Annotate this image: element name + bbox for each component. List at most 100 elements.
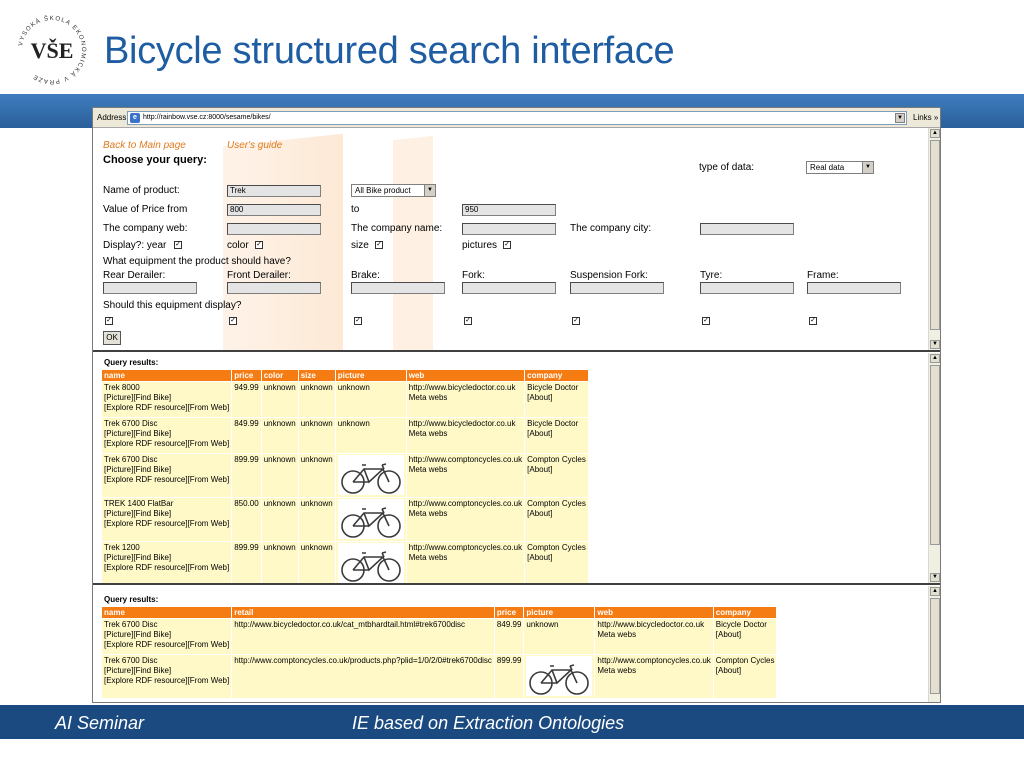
product-name-cell[interactable]: Trek 8000[Picture][Find Bike][Explore RD… [102,382,232,417]
retail-cell-line[interactable]: http://www.bicycledoctor.co.uk/cat_mtbha… [234,620,465,629]
company-cell-line[interactable]: [About] [527,393,553,402]
rear-derailer-input[interactable] [103,282,197,294]
front-derailer-display-checkbox[interactable]: ✓ [229,317,237,325]
web-cell-line[interactable]: http://www.comptoncycles.co.uk [408,455,523,464]
fork-display-checkbox[interactable]: ✓ [464,317,472,325]
web-cell-line[interactable]: http://www.comptoncycles.co.uk [597,656,711,665]
company-cell-line[interactable]: [About] [527,509,553,518]
frame-input[interactable] [807,282,901,294]
suspension-fork-input[interactable] [570,282,664,294]
company-cell-line[interactable]: [About] [715,630,742,639]
product-name-cell-line[interactable]: Trek 8000 [104,383,140,392]
company-cell[interactable]: Compton Cycles[About] [525,498,588,541]
scroll-up-icon[interactable]: ▲ [930,354,940,363]
product-name-cell-line[interactable]: [Explore RDF resource][From Web] [104,640,230,649]
scroll-down-icon[interactable]: ▼ [930,573,940,582]
price-to-input[interactable]: 950 [462,204,556,216]
company-city-input[interactable] [700,223,794,235]
product-name-cell-line[interactable]: [Picture][Find Bike] [104,509,172,518]
ok-button[interactable]: OK [103,331,121,345]
company-cell-line[interactable]: Bicycle Doctor [527,383,579,392]
users-guide-link[interactable]: User's guide [227,140,283,151]
address-field[interactable]: e http://rainbow.vse.cz:8000/sesame/bike… [127,111,907,125]
product-name-cell-line[interactable]: [Explore RDF resource][From Web] [104,563,230,572]
results-scrollbar-1[interactable]: ▲ ▼ [928,353,940,583]
product-name-cell[interactable]: Trek 6700 Disc[Picture][Find Bike][Explo… [102,655,232,698]
product-name-cell-line[interactable]: [Picture][Find Bike] [104,465,172,474]
form-scrollbar[interactable]: ▲ ▼ [928,128,940,350]
product-name-cell-line[interactable]: [Picture][Find Bike] [104,553,172,562]
scroll-up-icon[interactable]: ▲ [930,587,940,596]
company-cell-line[interactable]: [About] [715,666,742,675]
web-cell-line[interactable]: Meta webs [408,553,448,562]
product-name-cell[interactable]: Trek 6700 Disc[Picture][Find Bike][Explo… [102,454,232,497]
scroll-down-icon[interactable]: ▼ [930,340,940,349]
web-cell-line[interactable]: http://www.bicycledoctor.co.uk [408,383,516,392]
product-name-cell-line[interactable]: Trek 6700 Disc [104,620,158,629]
company-cell[interactable]: Compton Cycles[About] [525,542,588,583]
type-of-data-select[interactable]: Real data ▼ [806,161,874,174]
product-name-cell-line[interactable]: TREK 1400 FlatBar [104,499,174,508]
company-cell-line[interactable]: Compton Cycles [527,543,586,552]
product-name-cell[interactable]: Trek 6700 Disc[Picture][Find Bike][Explo… [102,619,232,654]
product-name-cell-line[interactable]: Trek 1200 [104,543,140,552]
web-cell-line[interactable]: http://www.comptoncycles.co.uk [408,543,523,552]
retail-cell-line[interactable]: http://www.comptoncycles.co.uk/products.… [234,656,492,665]
product-name-cell-line[interactable]: [Picture][Find Bike] [104,630,172,639]
suspension-fork-display-checkbox[interactable]: ✓ [572,317,580,325]
back-to-main-link[interactable]: Back to Main page [103,140,186,151]
links-button[interactable]: Links » [913,113,939,122]
size-checkbox[interactable]: ✓ [375,241,383,249]
company-cell-line[interactable]: [About] [527,465,553,474]
fork-input[interactable] [462,282,556,294]
tyre-input[interactable] [700,282,794,294]
product-name-cell-line[interactable]: [Explore RDF resource][From Web] [104,475,230,484]
brake-input[interactable] [351,282,445,294]
tyre-display-checkbox[interactable]: ✓ [702,317,710,325]
product-name-cell-line[interactable]: [Picture][Find Bike] [104,393,172,402]
product-name-cell-line[interactable]: [Explore RDF resource][From Web] [104,519,230,528]
company-cell[interactable]: Compton Cycles[About] [713,655,777,698]
product-name-cell[interactable]: Trek 6700 Disc[Picture][Find Bike][Explo… [102,418,232,453]
web-cell-line[interactable]: Meta webs [597,666,637,675]
company-cell-line[interactable]: Bicycle Doctor [527,419,579,428]
product-name-cell-line[interactable]: [Explore RDF resource][From Web] [104,676,230,685]
year-checkbox[interactable]: ✓ [174,241,182,249]
web-cell-line[interactable]: Meta webs [597,630,637,639]
company-cell[interactable]: Bicycle Doctor[About] [525,418,588,453]
web-cell-line[interactable]: http://www.bicycledoctor.co.uk [408,419,516,428]
company-cell-line[interactable]: Compton Cycles [715,656,775,665]
company-cell[interactable]: Compton Cycles[About] [525,454,588,497]
product-name-cell[interactable]: Trek 1200[Picture][Find Bike][Explore RD… [102,542,232,583]
address-dropdown-icon[interactable]: ▼ [895,113,905,123]
product-name-cell-line[interactable]: Trek 6700 Disc [104,419,158,428]
rear-derailer-display-checkbox[interactable]: ✓ [105,317,113,325]
retail-cell[interactable]: http://www.bicycledoctor.co.uk/cat_mtbha… [232,619,494,654]
front-derailer-input[interactable] [227,282,321,294]
retail-cell[interactable]: http://www.comptoncycles.co.uk/products.… [232,655,494,698]
product-name-cell-line[interactable]: [Explore RDF resource][From Web] [104,439,230,448]
product-name-cell-line[interactable]: [Explore RDF resource][From Web] [104,403,230,412]
company-web-input[interactable] [227,223,321,235]
company-cell-line[interactable]: Compton Cycles [527,499,586,508]
scroll-thumb[interactable] [930,140,940,330]
product-name-cell-line[interactable]: [Picture][Find Bike] [104,429,172,438]
scroll-up-icon[interactable]: ▲ [930,129,940,138]
product-name-cell-line[interactable]: Trek 6700 Disc [104,656,158,665]
pictures-checkbox[interactable]: ✓ [503,241,511,249]
company-cell-line[interactable]: Bicycle Doctor [715,620,767,629]
product-name-cell-line[interactable]: [Picture][Find Bike] [104,666,172,675]
web-cell-line[interactable]: http://www.bicycledoctor.co.uk [597,620,705,629]
product-name-cell-line[interactable]: Trek 6700 Disc [104,455,158,464]
scroll-thumb[interactable] [930,365,940,545]
web-cell-line[interactable]: Meta webs [408,465,448,474]
company-cell-line[interactable]: Compton Cycles [527,455,586,464]
company-cell[interactable]: Bicycle Doctor[About] [525,382,588,417]
results-scrollbar-2[interactable]: ▲ [928,586,940,702]
